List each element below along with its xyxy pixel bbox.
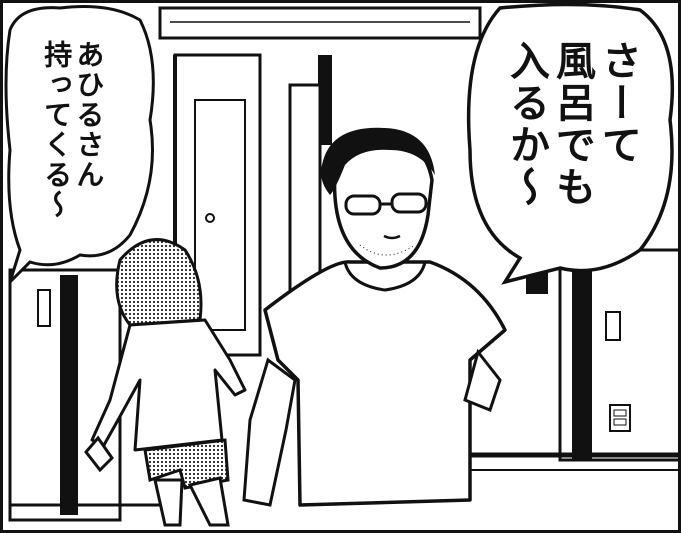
left-hallway	[8, 268, 160, 522]
speech-line: 持ってくる～	[40, 40, 74, 220]
girl-figure	[84, 238, 247, 527]
speech-line: さーて	[595, 40, 641, 166]
speech-line: 入るか～	[503, 40, 549, 208]
speech-text-left: あひるさん 持ってくる～	[40, 40, 106, 250]
speech-line: 風呂でも	[549, 40, 595, 208]
speech-text-right: さーて 風呂でも 入るか～	[503, 40, 641, 260]
man-figure	[242, 127, 507, 507]
speech-bubble-right	[466, 2, 674, 285]
speech-bubble-left	[4, 5, 155, 284]
speech-line: あひるさん	[72, 40, 106, 190]
ceiling-beam	[158, 6, 482, 40]
